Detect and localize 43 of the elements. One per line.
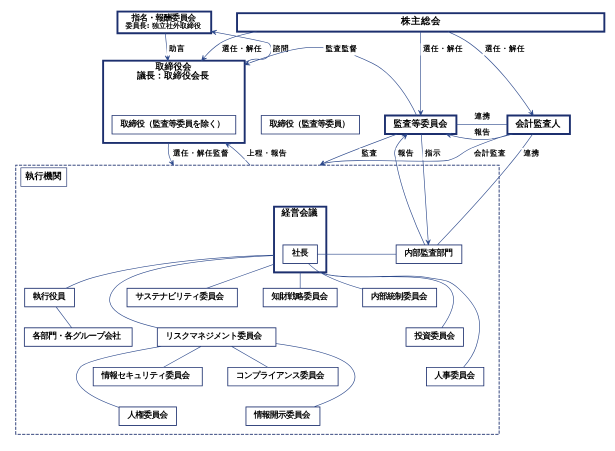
connector (456, 124, 508, 126)
node-box: 執行役員 (24, 288, 75, 308)
node-box: 情報開示委員会 (246, 406, 320, 426)
connector (308, 263, 363, 290)
arrow (201, 31, 257, 61)
node-box: 内部統制委員会 (362, 288, 438, 308)
node-box: 社長 (282, 244, 318, 264)
node-box: 監査等委員会 (384, 114, 458, 135)
connector (66, 254, 274, 289)
node-box: 知財戦略委員会 (262, 288, 338, 308)
node-box: 人権委員会 (118, 406, 177, 426)
connector (437, 134, 533, 246)
arrow (211, 30, 272, 64)
node-box: 人事委員会 (426, 366, 484, 386)
node-box: サステナビリティ委員会 (126, 288, 238, 308)
arrow (320, 134, 510, 166)
node-box: コンプライアンス委員会 (227, 366, 339, 386)
arrow (448, 31, 534, 116)
connector (76, 346, 162, 408)
arrow (225, 142, 250, 166)
node-box: 取締役（監査等委員） (260, 115, 360, 134)
connector (320, 272, 480, 368)
node-box: リスクマネジメント委員会 (156, 327, 276, 347)
node-box: 内部監査部門 (396, 244, 462, 264)
node-box: 投資委員会 (406, 327, 464, 347)
connector (231, 346, 268, 368)
connector (320, 272, 454, 328)
arrow (164, 32, 170, 61)
connector (276, 343, 356, 408)
connector (109, 255, 274, 328)
node-box: 取締役（監査等委員を除く） (112, 115, 236, 134)
arrow (420, 134, 431, 246)
connector (163, 346, 202, 368)
connector (56, 306, 72, 328)
arrow (168, 142, 174, 166)
node-box: 情報セキュリティ委員会 (92, 366, 203, 386)
node-box: 会計監査人 (506, 114, 571, 135)
arrow (320, 134, 398, 166)
connector (206, 264, 274, 289)
node-box: 株主総会 (236, 12, 606, 33)
arrow (446, 132, 513, 140)
connector (317, 254, 396, 255)
node-box: 各部門・各グループ会社 (24, 327, 133, 347)
